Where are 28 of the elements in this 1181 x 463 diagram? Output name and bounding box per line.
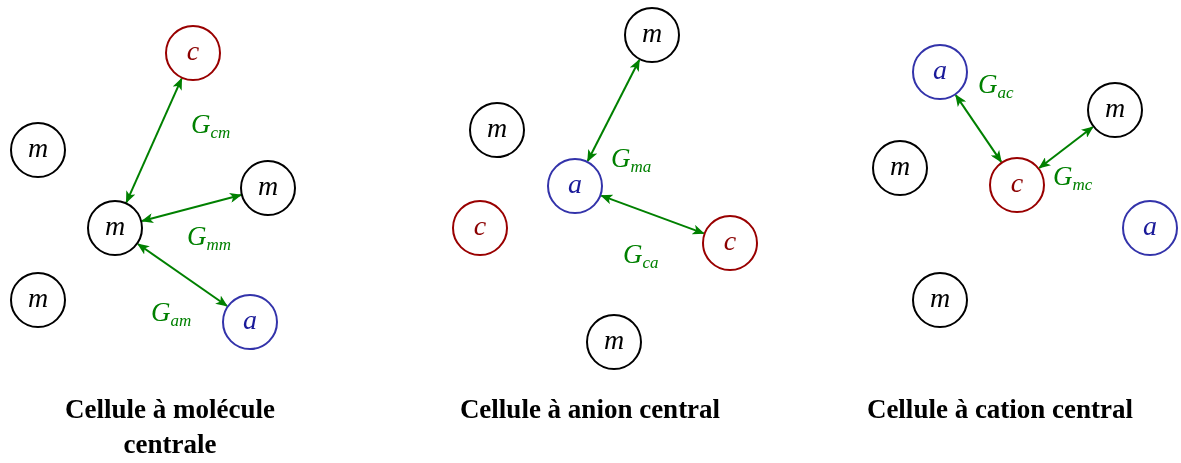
molecule-circle: m [912, 272, 968, 328]
cation-circle: c [989, 157, 1045, 213]
double-arrow [954, 94, 1003, 163]
anion-circle: a [222, 294, 278, 350]
anion-circle: a [1122, 200, 1178, 256]
anion-circle: a [912, 44, 968, 100]
caption: Cellule à molécule centrale [64, 393, 276, 461]
double-arrow [586, 58, 641, 163]
molecule-circle: m [10, 272, 66, 328]
molecule-circle: m [624, 7, 680, 63]
molecule-circle: m [10, 122, 66, 178]
molecule-circle: m [1087, 82, 1143, 138]
caption: Cellule à anion central [458, 393, 722, 426]
double-arrow [600, 194, 705, 235]
molecule-circle: m [240, 160, 296, 216]
molecule-circle: m [87, 200, 143, 256]
cation-circle: c [452, 200, 508, 256]
cation-circle: c [702, 215, 758, 271]
molecule-circle: m [586, 314, 642, 370]
caption: Cellule à cation central [865, 393, 1135, 426]
double-arrow [137, 243, 228, 307]
cation-circle: c [165, 25, 221, 81]
double-arrow [1038, 126, 1094, 169]
double-arrow [125, 77, 183, 204]
double-arrow [141, 193, 242, 223]
anion-circle: a [547, 158, 603, 214]
molecule-circle: m [872, 140, 928, 196]
molecule-circle: m [469, 102, 525, 158]
